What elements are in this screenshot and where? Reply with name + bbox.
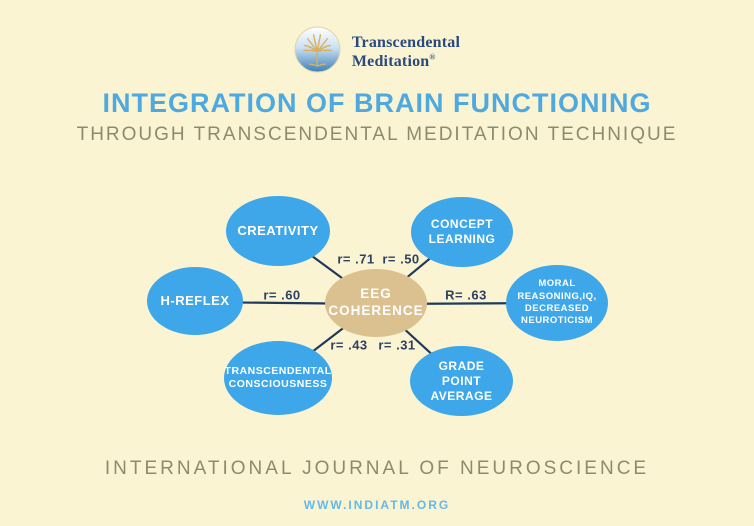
node-transcendental-consciousness: TRANSCENDENTAL CONSCIOUSNESS (224, 341, 332, 415)
brand-name: Transcendental Meditation® (352, 33, 460, 71)
node-grade-point-average: GRADE POINT AVERAGE (410, 346, 513, 416)
page-title: INTEGRATION OF BRAIN FUNCTIONING (102, 88, 652, 118)
node-h-reflex: H-REFLEX (147, 267, 243, 335)
node-eeg-coherence: EEG COHERENCE (325, 269, 427, 337)
correlation-label-h-reflex: r= .60 (263, 287, 301, 303)
brand-name-line1: Transcendental (351, 33, 461, 51)
website-url: WWW.INDIATM.ORG (303, 498, 451, 512)
brand-name-line2: Meditation® (351, 52, 436, 70)
correlation-label-concept-learning: r= .50 (382, 251, 420, 267)
node-concept-learning: CONCEPT LEARNING (411, 197, 513, 267)
journal-name: INTERNATIONAL JOURNAL OF NEUROSCIENCE (104, 458, 650, 479)
node-creativity: CREATIVITY (226, 196, 330, 266)
registered-mark: ® (429, 52, 436, 62)
correlation-label-transcendental-consciousness: r= .43 (330, 337, 368, 353)
correlation-label-moral-reasoning: R= .63 (445, 287, 487, 303)
correlation-label-grade-point-average: r= .31 (378, 337, 416, 353)
brand-logo: Transcendental Meditation® (0, 26, 754, 78)
page-subtitle: THROUGH TRANSCENDENTAL MEDITATION TECHNI… (76, 124, 678, 145)
node-moral-reasoning: MORAL REASONING,IQ, DECREASED NEUROTICIS… (506, 265, 608, 341)
correlation-label-creativity: r= .71 (337, 251, 375, 267)
tree-in-sky-circle-icon (294, 26, 341, 78)
